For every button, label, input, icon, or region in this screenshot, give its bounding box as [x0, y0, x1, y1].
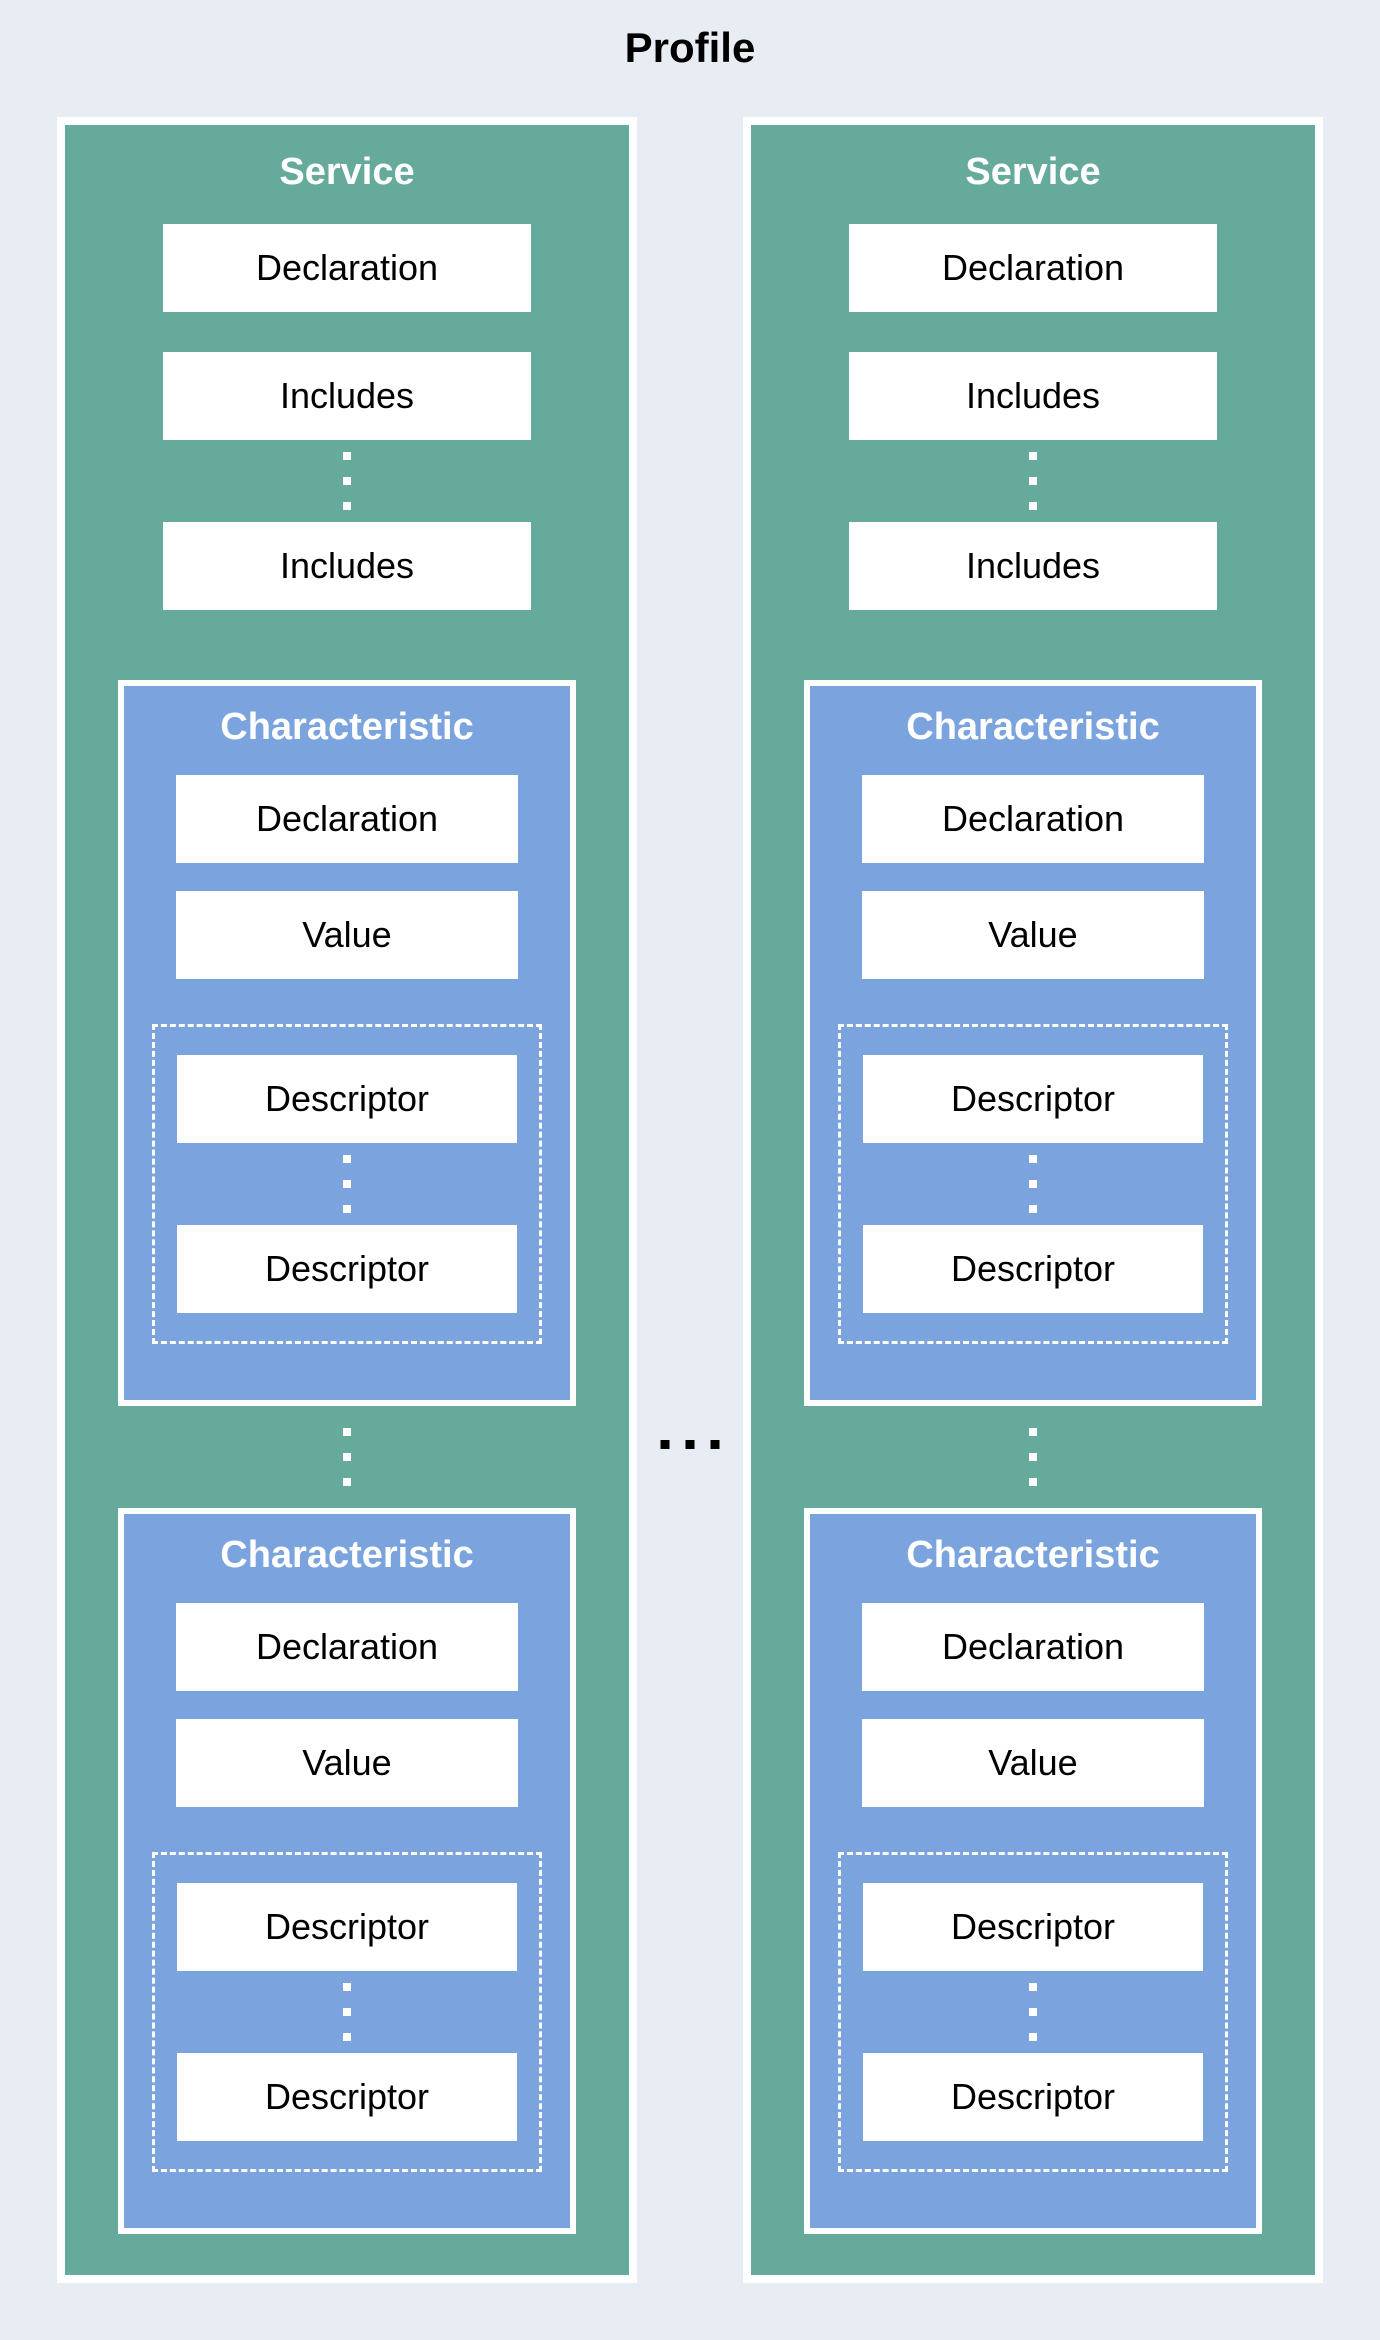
descriptor-box: Descriptor	[863, 2053, 1203, 2141]
ellipsis-dot	[710, 1440, 720, 1449]
descriptor-group: Descriptor Descriptor	[152, 1024, 542, 1344]
value-box: Value	[862, 1719, 1204, 1807]
service-title: Service	[279, 151, 415, 193]
ellipsis-dot	[343, 477, 351, 485]
vertical-ellipsis-icon	[863, 1143, 1203, 1225]
ellipsis-dot	[343, 502, 351, 510]
includes-box: Includes	[163, 522, 531, 610]
declaration-box: Declaration	[862, 1603, 1204, 1691]
service-box-right: Service Declaration Includes Includes Ch…	[743, 117, 1323, 2283]
ellipsis-dot	[1029, 1155, 1037, 1163]
horizontal-ellipsis-icon	[660, 1440, 720, 1449]
descriptor-box: Descriptor	[863, 1883, 1203, 1971]
characteristic-box: Characteristic Declaration Value Descrip…	[118, 1508, 576, 2234]
ellipsis-dot	[343, 2033, 351, 2041]
ellipsis-dot	[1029, 1428, 1037, 1436]
descriptor-box: Descriptor	[863, 1225, 1203, 1313]
ellipsis-dot	[1029, 452, 1037, 460]
descriptor-box: Descriptor	[177, 1883, 517, 1971]
vertical-ellipsis-icon	[751, 440, 1315, 522]
descriptor-box: Descriptor	[177, 2053, 517, 2141]
descriptor-box: Descriptor	[177, 1225, 517, 1313]
declaration-box: Declaration	[163, 224, 531, 312]
declaration-box: Declaration	[849, 224, 1217, 312]
declaration-box: Declaration	[176, 775, 518, 863]
vertical-ellipsis-icon	[863, 1971, 1203, 2053]
vertical-ellipsis-icon	[751, 1406, 1315, 1508]
service-box-left: Service Declaration Includes Includes Ch…	[57, 117, 637, 2283]
value-box: Value	[176, 891, 518, 979]
descriptor-box: Descriptor	[177, 1055, 517, 1143]
ellipsis-dot	[343, 1983, 351, 1991]
ellipsis-dot	[343, 1205, 351, 1213]
ellipsis-dot	[343, 1155, 351, 1163]
ellipsis-dot	[1029, 2033, 1037, 2041]
ellipsis-dot	[343, 452, 351, 460]
ellipsis-dot	[1029, 502, 1037, 510]
descriptor-group: Descriptor Descriptor	[838, 1852, 1228, 2172]
ellipsis-dot	[685, 1440, 695, 1449]
page-title: Profile	[624, 24, 756, 71]
characteristic-title: Characteristic	[906, 706, 1160, 748]
includes-box: Includes	[163, 352, 531, 440]
ellipsis-dot	[343, 1428, 351, 1436]
ellipsis-dot	[1029, 1478, 1037, 1486]
characteristic-title: Characteristic	[220, 706, 474, 748]
descriptor-box: Descriptor	[863, 1055, 1203, 1143]
ellipsis-dot	[1029, 1205, 1037, 1213]
vertical-ellipsis-icon	[65, 440, 629, 522]
includes-box: Includes	[849, 522, 1217, 610]
vertical-ellipsis-icon	[177, 1971, 517, 2053]
ellipsis-dot	[343, 2008, 351, 2016]
descriptor-group: Descriptor Descriptor	[838, 1024, 1228, 1344]
ellipsis-dot	[1029, 477, 1037, 485]
ellipsis-dot	[1029, 2008, 1037, 2016]
characteristic-box: Characteristic Declaration Value Descrip…	[804, 1508, 1262, 2234]
includes-box: Includes	[849, 352, 1217, 440]
characteristic-box: Characteristic Declaration Value Descrip…	[804, 680, 1262, 1406]
ellipsis-dot	[1029, 1983, 1037, 1991]
ellipsis-dot	[660, 1440, 670, 1449]
ellipsis-dot	[1029, 1453, 1037, 1461]
value-box: Value	[176, 1719, 518, 1807]
descriptor-group: Descriptor Descriptor	[152, 1852, 542, 2172]
service-title: Service	[965, 151, 1101, 193]
ellipsis-dot	[1029, 1180, 1037, 1188]
ellipsis-dot	[343, 1453, 351, 1461]
vertical-ellipsis-icon	[177, 1143, 517, 1225]
services-row: Service Declaration Includes Includes Ch…	[57, 117, 1323, 2283]
ellipsis-dot	[343, 1180, 351, 1188]
characteristic-title: Characteristic	[906, 1534, 1160, 1576]
vertical-ellipsis-icon	[65, 1406, 629, 1508]
ellipsis-dot	[343, 1478, 351, 1486]
declaration-box: Declaration	[862, 775, 1204, 863]
declaration-box: Declaration	[176, 1603, 518, 1691]
value-box: Value	[862, 891, 1204, 979]
characteristic-title: Characteristic	[220, 1534, 474, 1576]
characteristic-box: Characteristic Declaration Value Descrip…	[118, 680, 576, 1406]
